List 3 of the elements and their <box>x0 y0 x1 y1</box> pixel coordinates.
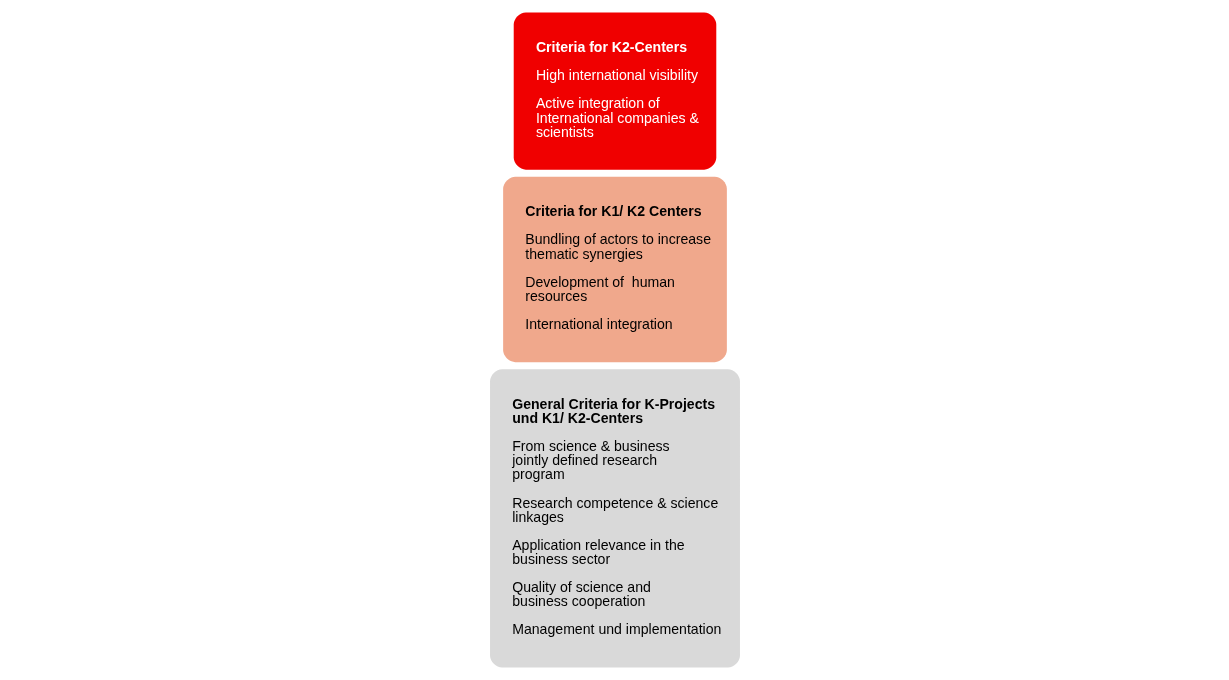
node-box: General Criteria for K-Projects und K1/ K2-Centers From science & business jointly defined research program Research competence & science linkages Application relevance in the business sector Quality of science and business cooperation Management und implementation <box>489 369 740 668</box>
node-box: Criteria for K1/ K2 Centers Bundling of actors to increase thematic synergies Development of human resources International integration <box>502 176 727 363</box>
node-box: Criteria for K2-Centers High international visibility Active integration of International companies & scientists <box>513 12 716 170</box>
